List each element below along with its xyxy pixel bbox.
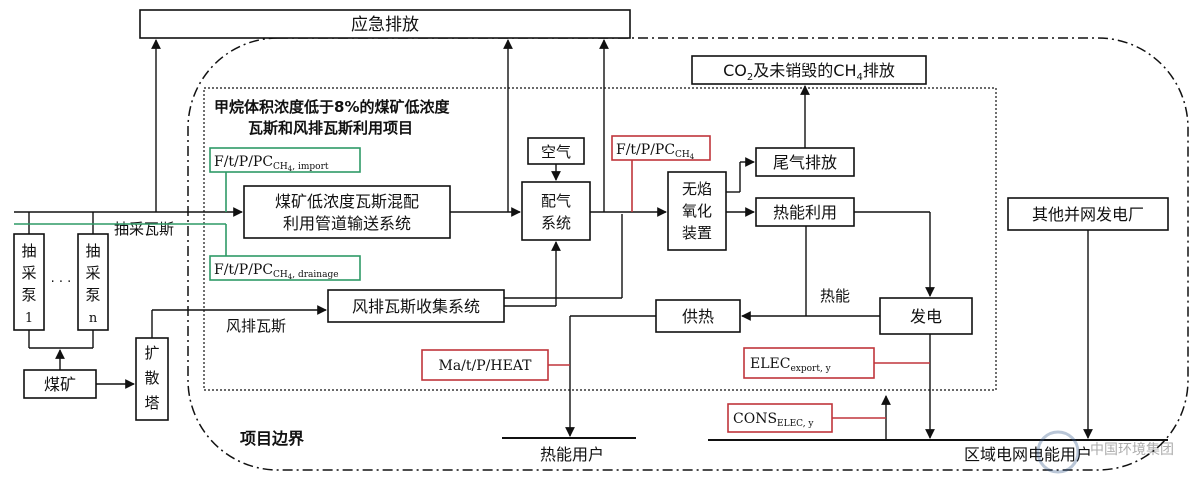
- watermark: 中国环境集团: [1036, 430, 1174, 474]
- coal-mine-label: 煤矿: [44, 375, 76, 394]
- pump1-char1: 抽: [21, 242, 36, 260]
- param-drainage-main: F/t/P/PC: [214, 262, 273, 278]
- project-scope-area: [203, 87, 997, 391]
- flow-connectors: [14, 39, 1093, 440]
- param-drainage-box: [209, 255, 361, 281]
- co2-suffix: 排放: [863, 61, 895, 80]
- param-import-label: F/t/P/PCCH4, import: [214, 154, 329, 173]
- diffuser-char2: 散: [144, 369, 159, 387]
- watermark-text: 中国环境集团: [1090, 441, 1174, 458]
- flow-label-ventilation-gas: 风排瓦斯: [226, 317, 286, 335]
- project-boundary-label: 项目边界: [240, 429, 304, 448]
- co2-prefix: CO: [723, 61, 747, 80]
- air-box: [527, 137, 585, 165]
- param-red-sub: CH: [675, 150, 690, 160]
- co2-subscript: 2: [747, 72, 753, 83]
- pump1-char2: 采: [21, 264, 36, 282]
- project-boundary: [187, 37, 1189, 471]
- co2-emission-box: [691, 55, 927, 85]
- pump1-index: 1: [25, 311, 33, 326]
- param-elec-main: ELEC: [750, 356, 790, 372]
- air-label: 空气: [541, 143, 571, 161]
- grid-users-label: 区域电网电能用户: [964, 445, 1092, 464]
- power-generation-box: [879, 297, 973, 335]
- param-drainage-sub4: 4: [288, 273, 293, 281]
- power-generation-label: 发电: [910, 307, 942, 326]
- pumpn-char2: 采: [85, 264, 100, 282]
- flameless-oxidation-box: [667, 171, 727, 251]
- param-import-box: [209, 147, 361, 173]
- pump1-char3: 泵: [21, 286, 36, 304]
- other-power-plants-label: 其他并网发电厂: [1032, 205, 1144, 224]
- heat-utilization-box: [755, 197, 855, 227]
- param-ch4-oxidation-box: [611, 135, 711, 161]
- param-elec-sub: export, y: [790, 364, 831, 374]
- param-red-main: F/t/P/PC: [616, 142, 675, 158]
- mixing-label-line2: 系统: [541, 214, 571, 232]
- param-drainage-sub: CH: [273, 270, 288, 280]
- flameless-char-line3: 装置: [682, 224, 712, 242]
- param-import-sub4: 4: [288, 165, 293, 173]
- param-drainage-label: F/t/P/PCCH4, drainage: [214, 262, 339, 281]
- mixing-label-line1: 配气: [541, 192, 571, 210]
- drainage-pump-1: [13, 233, 45, 331]
- pipeline-system-box: [243, 185, 451, 239]
- heat-utilization-label: 热能利用: [773, 203, 837, 222]
- param-import-sub: CH: [273, 162, 288, 172]
- param-red-sub4: 4: [690, 153, 695, 161]
- param-cons-main: CONS: [733, 411, 777, 427]
- param-import-tail: , import: [292, 162, 329, 172]
- param-import-main: F/t/P/PC: [214, 154, 273, 170]
- flow-label-heat-energy: 热能: [820, 287, 850, 305]
- pipeline-label-line2: 利用管道输送系统: [283, 214, 411, 233]
- ventilation-collection-box: [327, 289, 505, 323]
- other-power-plants-box: [1007, 197, 1169, 231]
- diffuser-char3: 塔: [144, 394, 159, 412]
- param-heat-label: Ma/t/P/HEAT: [439, 358, 533, 374]
- project-title-line2: 瓦斯和风排瓦斯利用项目: [248, 119, 413, 137]
- pipeline-label-line1: 煤矿低浓度瓦斯混配: [275, 192, 419, 211]
- gas-mixing-system-box: [521, 181, 591, 241]
- project-title-line1: 甲烷体积浓度低于8%的煤矿低浓度: [214, 98, 450, 116]
- emergency-emission-box: [139, 9, 631, 39]
- flameless-char-line1: 无焰: [682, 180, 712, 198]
- ventilation-collection-label: 风排瓦斯收集系统: [352, 297, 480, 316]
- param-drainage-tail: , drainage: [292, 270, 338, 280]
- watermark-logo-icon: [1036, 430, 1080, 474]
- emergency-emission-label: 应急排放: [351, 15, 419, 35]
- flameless-char-line2: 氧化: [682, 202, 712, 220]
- param-elec-export-label: ELECexport, y: [750, 356, 832, 374]
- diffuser-char1: 扩: [144, 344, 159, 362]
- pumpn-index: n: [89, 311, 98, 326]
- co2-middle: 及未销毁的CH: [753, 61, 856, 80]
- flow-label-drainage-gas: 抽采瓦斯: [114, 220, 174, 238]
- param-ch4-oxidation-label: F/t/P/PCCH4: [616, 142, 695, 161]
- param-cons-label: CONSELEC, y: [733, 411, 814, 429]
- ch4-subscript: 4: [856, 72, 862, 83]
- heat-users-label: 热能用户: [540, 445, 604, 464]
- co2-emission-label: CO2及未销毁的CH4排放: [723, 61, 895, 83]
- pumpn-char3: 泵: [85, 286, 100, 304]
- heat-supply-label: 供热: [682, 307, 714, 326]
- pumpn-char1: 抽: [85, 242, 100, 260]
- param-cons-sub: ELEC, y: [777, 419, 814, 429]
- tail-gas-label: 尾气排放: [773, 153, 837, 172]
- pump-ellipsis: · · ·: [51, 275, 72, 290]
- tail-gas-emission-box: [755, 147, 855, 177]
